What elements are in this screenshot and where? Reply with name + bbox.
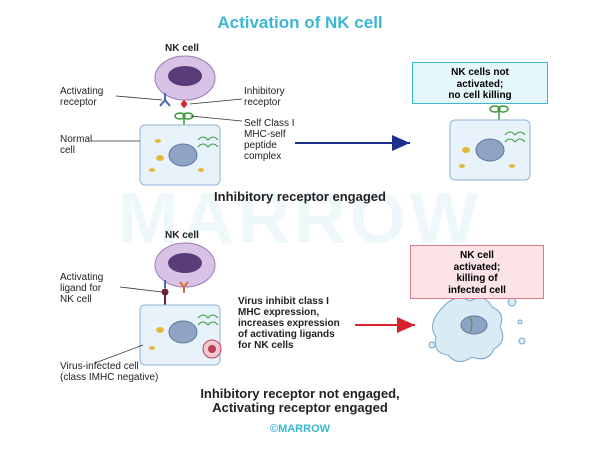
- virus-infected-cell: [139, 304, 222, 366]
- infected-cell-pointer: [94, 344, 144, 364]
- normal-cell-result: [449, 105, 531, 181]
- nk-cell-top: [154, 55, 216, 101]
- inhibitory-receptor-pointer: [189, 98, 243, 105]
- page-title: Activation of NK cell: [217, 13, 383, 32]
- mhc-pointer: [189, 115, 243, 122]
- nk-cell-bottom: [154, 242, 216, 288]
- nk-cell-label-bottom: NK cell: [165, 230, 199, 241]
- activating-ligand-bottom: [161, 280, 189, 307]
- mhc-complex-top: [174, 112, 194, 125]
- nk-cell-label-top: NK cell: [165, 43, 199, 54]
- inhibitory-receptor-top: [181, 100, 187, 108]
- normal-cell-top: [139, 124, 221, 186]
- dying-infected-cell: [428, 297, 526, 362]
- activating-receptor-top: [159, 93, 171, 107]
- activating-receptor-pointer: [115, 95, 163, 101]
- footer-logo: ©MARROW: [269, 423, 331, 435]
- caption-bottom: Inhibitory receptor not engaged,Activati…: [200, 386, 400, 416]
- activating-ligand-pointer: [119, 286, 163, 293]
- infected-cell-label: Virus-infected cell(class IMHC negative): [60, 361, 159, 383]
- caption-top: Inhibitory receptor engaged: [214, 189, 386, 204]
